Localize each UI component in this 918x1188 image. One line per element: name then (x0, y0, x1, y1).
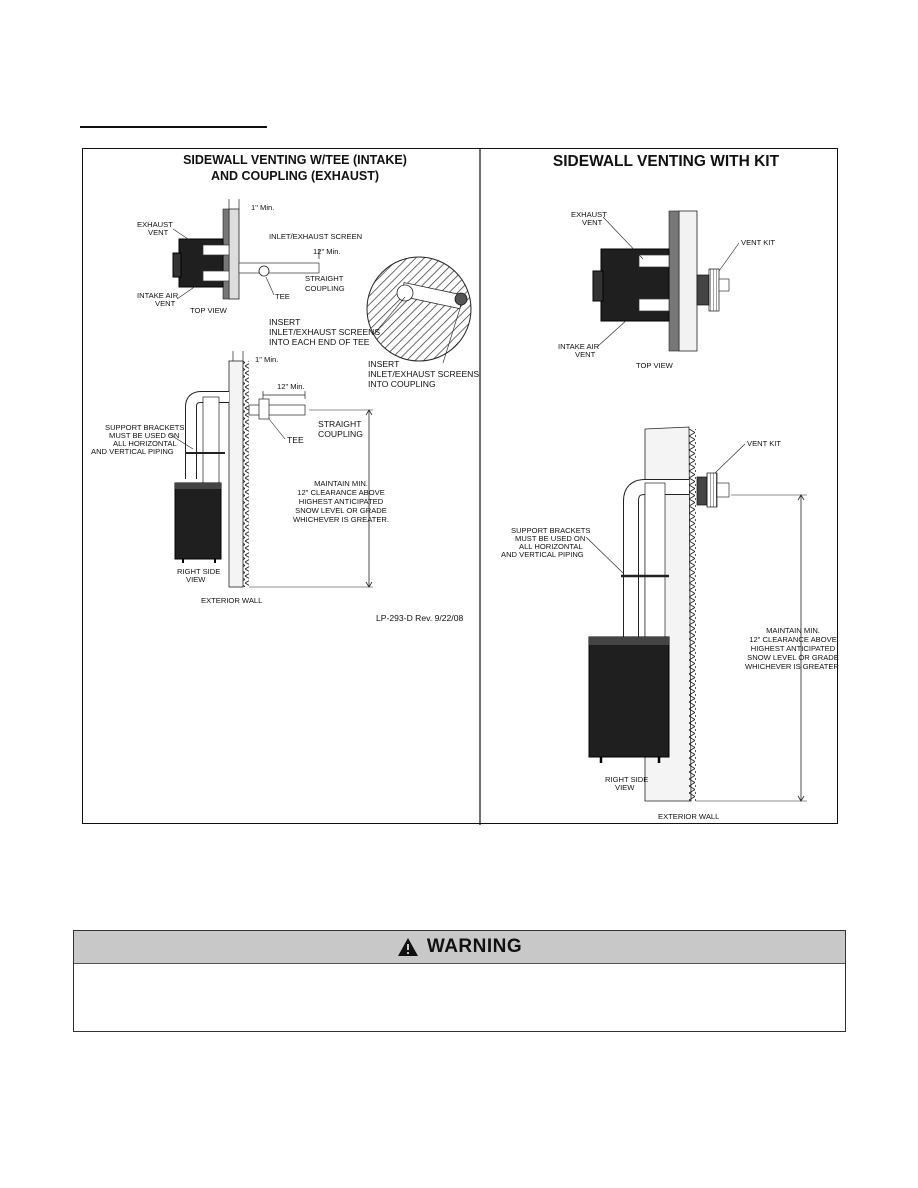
left-panel: SIDEWALL VENTING W/TEE (INTAKE) AND COUP… (91, 153, 479, 623)
warning-triangle-icon (397, 938, 418, 956)
warning-header: WARNING (74, 931, 845, 964)
left-maintain-4: SNOW LEVEL OR GRADE (295, 506, 387, 515)
left-top-view-drawing (172, 199, 320, 300)
left-insert-2a: INSERT (368, 359, 400, 369)
left-maintain-3: HIGHEST ANTICIPATED (299, 497, 384, 506)
right-support-label-2: MUST BE USED ON (515, 534, 585, 543)
right-exhaust-vent-label-1: EXHAUST (571, 210, 607, 219)
left-right-side-label-1: RIGHT SIDE (177, 567, 220, 576)
left-maintain-1: MAINTAIN MIN. (314, 479, 368, 488)
left-insert-2c: INTO COUPLING (368, 379, 436, 389)
left-insert-1b: INLET/EXHAUST SCREENS (269, 327, 380, 337)
left-side-12in-min: 12" Min. (277, 382, 305, 391)
left-maintain-5: WHICHEVER IS GREATER. (293, 515, 389, 524)
section-title-underline (80, 126, 267, 128)
right-vent-kit-top-label: VENT KIT (741, 238, 775, 247)
left-right-side-label-2: VIEW (186, 575, 206, 584)
left-tee-label-1: TEE (275, 292, 290, 301)
right-exterior-wall-label: EXTERIOR WALL (658, 812, 719, 821)
left-coupling-label-1: COUPLING (305, 284, 345, 293)
left-support-label-1: SUPPORT BRACKETS (105, 423, 184, 432)
right-right-side-label-1: RIGHT SIDE (605, 775, 648, 784)
left-maintain-2: 12" CLEARANCE ABOVE (297, 488, 385, 497)
left-revision-label: LP-293-D Rev. 9/22/08 (376, 613, 463, 623)
left-insert-2b: INLET/EXHAUST SCREENS (368, 369, 479, 379)
right-intake-air-label-2: VENT (575, 350, 596, 359)
right-exhaust-vent-label-2: VENT (582, 218, 603, 227)
warning-title: WARNING (426, 936, 523, 957)
right-maintain-4: SNOW LEVEL OR GRADE (747, 653, 839, 662)
left-straight-label-1: STRAIGHT (305, 274, 344, 283)
left-side-view-drawing (174, 351, 373, 588)
left-exterior-wall-label: EXTERIOR WALL (201, 596, 262, 605)
left-inlet-exhaust-screen: INLET/EXHAUST SCREEN (269, 232, 362, 241)
left-screen-detail-circle (366, 256, 472, 362)
left-support-label-3: ALL HORIZONTAL (113, 439, 177, 448)
left-straight-label-2: STRAIGHT (318, 419, 362, 429)
left-title-line1: SIDEWALL VENTING W/TEE (INTAKE) (183, 153, 407, 167)
right-right-side-label-2: VIEW (615, 783, 635, 792)
right-side-view-drawing (588, 426, 807, 802)
left-tee-label-2: TEE (287, 435, 304, 445)
left-support-label-2: MUST BE USED ON (109, 431, 179, 440)
left-top-view-label: TOP VIEW (190, 306, 228, 315)
right-top-view-drawing (592, 210, 730, 352)
right-maintain-1: MAINTAIN MIN. (766, 626, 820, 635)
warning-box: WARNING (73, 930, 846, 1032)
left-intake-air-label-2: VENT (155, 299, 176, 308)
left-intake-air-label-1: INTAKE AIR (137, 291, 179, 300)
left-top-1in-min: 1" Min. (251, 203, 274, 212)
right-vent-kit-side-label: VENT KIT (747, 439, 781, 448)
left-side-1in-min: 1" Min. (255, 355, 278, 364)
right-maintain-5: WHICHEVER IS GREATER. (745, 662, 839, 671)
right-support-label-1: SUPPORT BRACKETS (511, 526, 590, 535)
right-intake-air-label-1: INTAKE AIR (558, 342, 600, 351)
left-exhaust-vent-label-1: EXHAUST (137, 220, 173, 229)
right-maintain-3: HIGHEST ANTICIPATED (751, 644, 836, 653)
right-support-label-3: ALL HORIZONTAL (519, 542, 583, 551)
left-insert-1c: INTO EACH END OF TEE (269, 337, 370, 347)
right-panel: SIDEWALL VENTING WITH KIT EXHAUST VENT V… (501, 153, 839, 821)
left-coupling-label-2: COUPLING (318, 429, 363, 439)
left-insert-1a: INSERT (269, 317, 301, 327)
right-top-view-label: TOP VIEW (636, 361, 674, 370)
left-title-line2: AND COUPLING (EXHAUST) (211, 169, 379, 183)
left-top-12in-min: 12" Min. (313, 247, 341, 256)
right-maintain-2: 12" CLEARANCE ABOVE (749, 635, 837, 644)
left-exhaust-vent-label-2: VENT (148, 228, 169, 237)
right-support-label-4: AND VERTICAL PIPING (501, 550, 584, 559)
left-support-label-4: AND VERTICAL PIPING (91, 447, 174, 456)
venting-figure: SIDEWALL VENTING W/TEE (INTAKE) AND COUP… (82, 148, 839, 825)
right-title: SIDEWALL VENTING WITH KIT (553, 153, 780, 170)
